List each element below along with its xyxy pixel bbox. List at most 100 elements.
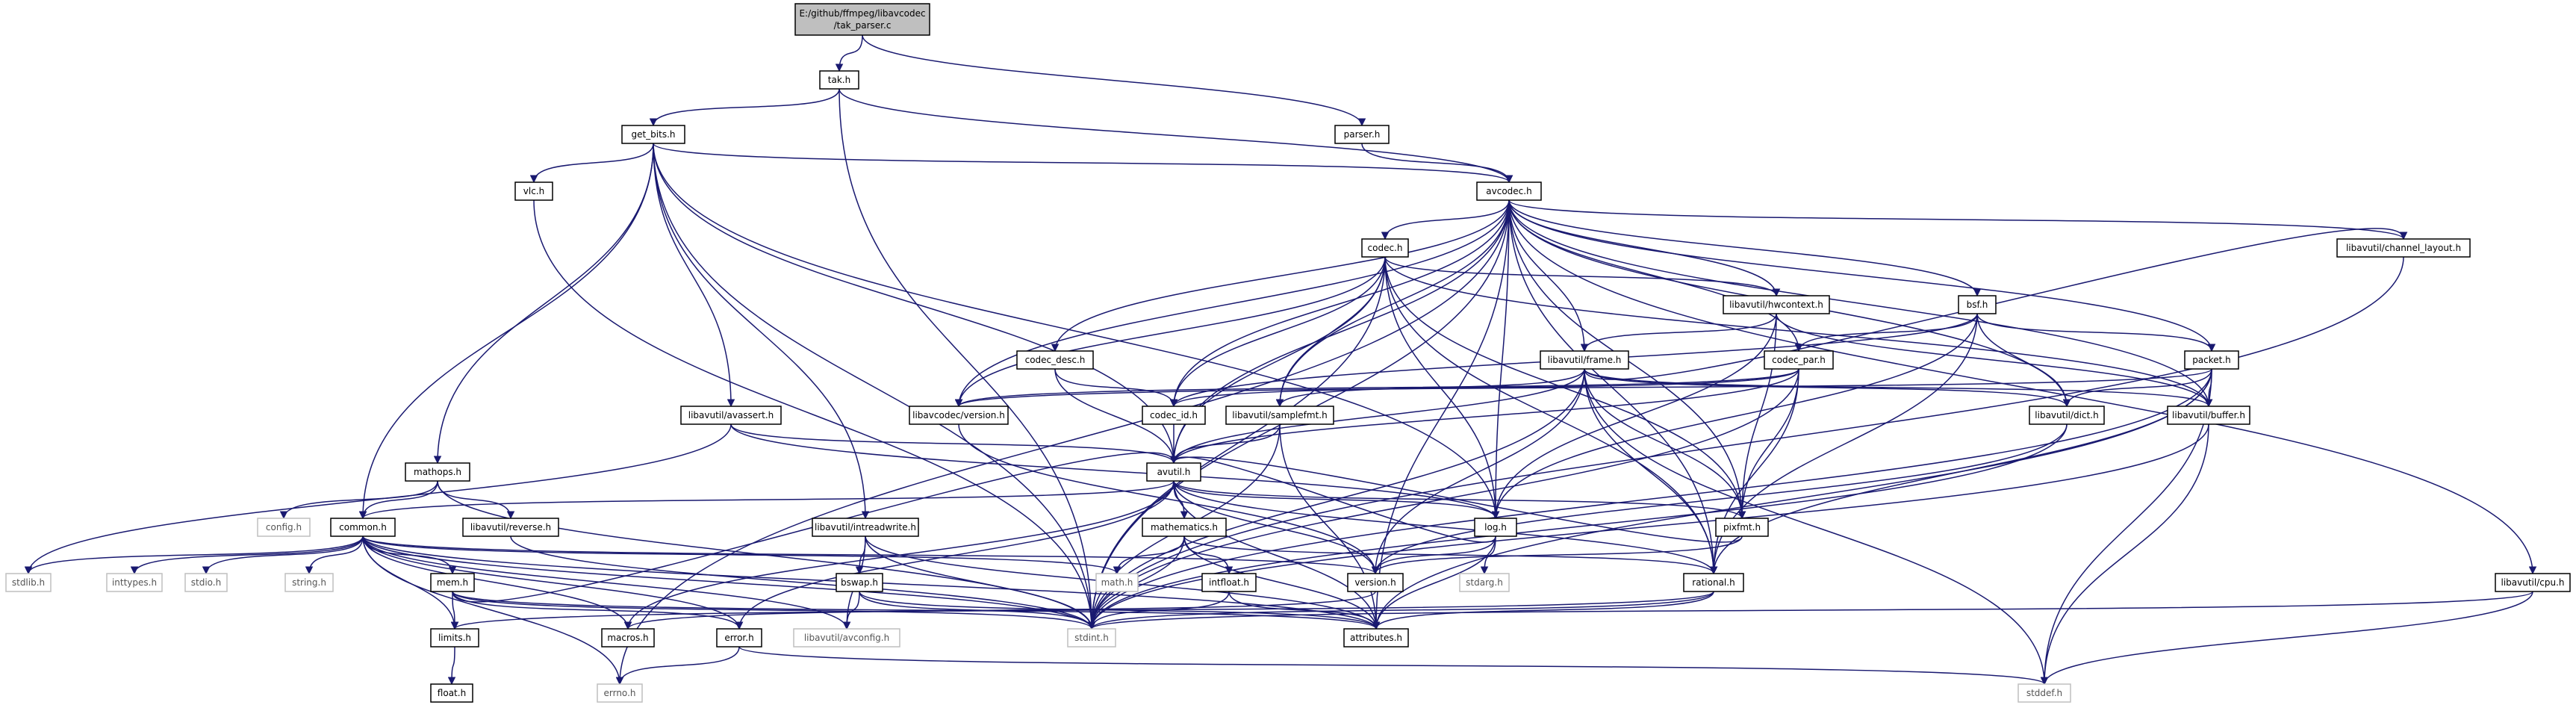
node-inttypes-h[interactable]: inttypes.h	[106, 573, 163, 592]
node-limits-h[interactable]: limits.h	[430, 628, 479, 648]
node-label: libavutil/intreadwrite.h	[815, 522, 916, 532]
dependency-edge	[1087, 423, 2068, 630]
dependency-edge	[362, 535, 744, 630]
node-string-h[interactable]: string.h	[284, 573, 334, 592]
node-label: mem.h	[437, 577, 468, 588]
node-error-h[interactable]: error.h	[716, 628, 762, 648]
node-math-h[interactable]: math.h	[1095, 573, 1139, 592]
dependency-edge	[954, 256, 1386, 408]
node-codec-id-h[interactable]: codec_id.h	[1142, 406, 1206, 425]
node-stdarg-h[interactable]: stdarg.h	[1459, 573, 1510, 592]
dependency-edge	[1169, 199, 1510, 465]
node-stdio-h[interactable]: stdio.h	[184, 573, 228, 592]
node-label: libavutil/reverse.h	[470, 522, 551, 532]
node-intfloat-h[interactable]: intfloat.h	[1201, 573, 1257, 592]
dependency-edge	[2040, 423, 2209, 686]
dependency-edge	[730, 423, 1500, 520]
node-packet-h[interactable]: packet.h	[2184, 350, 2239, 370]
node-config-h[interactable]: config.h	[257, 518, 311, 537]
node-channel-layout-h[interactable]: libavutil/channel_layout.h	[2336, 238, 2471, 258]
node-lavc-version-h[interactable]: libavcodec/version.h	[909, 406, 1009, 425]
dependency-edge	[1173, 480, 1380, 575]
dependency-edge	[437, 480, 515, 520]
dependency-edge	[1051, 199, 1510, 353]
node-label: codec.h	[1368, 243, 1403, 253]
dependency-edge	[1088, 591, 2533, 630]
node-bswap-h[interactable]: bswap.h	[836, 573, 883, 592]
node-label: limits.h	[438, 633, 471, 643]
node-frame-h[interactable]: libavutil/frame.h	[1540, 350, 1629, 370]
dependency-edge	[958, 423, 1380, 575]
dependency-edge	[362, 535, 632, 630]
node-vlc-h[interactable]: vlc.h	[514, 181, 553, 201]
node-intreadwrite-h[interactable]: libavutil/intreadwrite.h	[812, 518, 919, 537]
node-avassert-h[interactable]: libavutil/avassert.h	[680, 406, 782, 425]
dependency-edge	[955, 368, 2212, 408]
node-log-h[interactable]: log.h	[1474, 518, 1517, 537]
node-get-bits-h[interactable]: get_bits.h	[621, 125, 685, 144]
node-stddef-h[interactable]: stddef.h	[2017, 683, 2071, 703]
node-float-h[interactable]: float.h	[430, 683, 473, 703]
dependency-edge	[24, 535, 364, 575]
node-label: intfloat.h	[1209, 577, 1249, 588]
node-bsf-h[interactable]: bsf.h	[1958, 295, 1997, 314]
dependency-edge	[358, 480, 438, 520]
node-mem-h[interactable]: mem.h	[430, 573, 475, 592]
node-rational-h[interactable]: rational.h	[1683, 573, 1744, 592]
dependency-edge	[649, 88, 840, 127]
node-avcodec-h[interactable]: avcodec.h	[1476, 181, 1542, 201]
node-hwcontext-h[interactable]: libavutil/hwcontext.h	[1723, 295, 1830, 314]
node-codec-desc-h[interactable]: codec_desc.h	[1016, 350, 1094, 370]
dependency-edge	[1183, 535, 1718, 575]
node-label: /tak_parser.c	[834, 20, 892, 31]
dependency-edge	[1976, 313, 2216, 353]
node-label: bswap.h	[841, 577, 878, 588]
node-samplefmt-h[interactable]: libavutil/samplefmt.h	[1225, 406, 1334, 425]
dependency-edge	[2040, 368, 2212, 686]
node-buffer-h[interactable]: libavutil/buffer.h	[2167, 406, 2250, 425]
node-avutil-h[interactable]: avutil.h	[1146, 462, 1201, 482]
dependency-edge	[1275, 199, 1510, 408]
node-avconfig-h[interactable]: libavutil/avconfig.h	[793, 628, 900, 648]
dependency-edge	[1371, 535, 1743, 575]
dependency-edge	[954, 199, 1510, 408]
node-label: stdint.h	[1074, 633, 1109, 643]
node-reverse-h[interactable]: libavutil/reverse.h	[462, 518, 559, 537]
dependency-edge	[1491, 313, 1777, 520]
dependency-edge	[1087, 591, 1714, 630]
node-label: libavutil/buffer.h	[2172, 410, 2245, 420]
node-label: inttypes.h	[112, 577, 157, 588]
dependency-edge	[359, 480, 1175, 520]
node-stdint-h[interactable]: stdint.h	[1067, 628, 1116, 648]
node-attributes-h[interactable]: attributes.h	[1343, 628, 1409, 648]
node-label: libavcodec/version.h	[912, 410, 1005, 420]
node-macros-h[interactable]: macros.h	[601, 628, 655, 648]
node-label: avutil.h	[1157, 467, 1191, 477]
node-pixfmt-h[interactable]: pixfmt.h	[1715, 518, 1769, 537]
node-parser-h[interactable]: parser.h	[1334, 125, 1390, 144]
dependency-edge	[2040, 591, 2533, 686]
node-common-h[interactable]: common.h	[330, 518, 396, 537]
dependency-edge	[1087, 368, 2212, 630]
node-errno-h[interactable]: errno.h	[597, 683, 643, 703]
node-tak-h[interactable]: tak.h	[819, 70, 859, 90]
node-dict-h[interactable]: libavutil/dict.h	[2029, 406, 2105, 425]
dependency-edge	[1584, 368, 1718, 575]
dependency-edge	[1580, 313, 1777, 353]
node-stdlib-h[interactable]: stdlib.h	[5, 573, 52, 592]
dependency-edge	[865, 535, 1096, 630]
node-version-h[interactable]: version.h	[1347, 573, 1404, 592]
dependency-edge	[447, 646, 456, 686]
dependency-edge	[130, 535, 364, 575]
dependency-edge	[452, 591, 744, 630]
node-codec-par-h[interactable]: codec_par.h	[1764, 350, 1834, 370]
node-label: libavutil/avconfig.h	[804, 633, 889, 643]
node-cpu-h[interactable]: libavutil/cpu.h	[2495, 573, 2571, 592]
node-mathematics-h[interactable]: mathematics.h	[1142, 518, 1227, 537]
dependency-edge	[1508, 199, 2407, 240]
dependency-edge	[653, 143, 735, 408]
node-tak-parser-c[interactable]: E:/github/ffmpeg/libavcodec /tak_parser.…	[794, 3, 930, 36]
node-mathops-h[interactable]: mathops.h	[405, 462, 470, 482]
node-codec-h[interactable]: codec.h	[1361, 238, 1409, 258]
dependency-edge	[1169, 423, 1281, 465]
